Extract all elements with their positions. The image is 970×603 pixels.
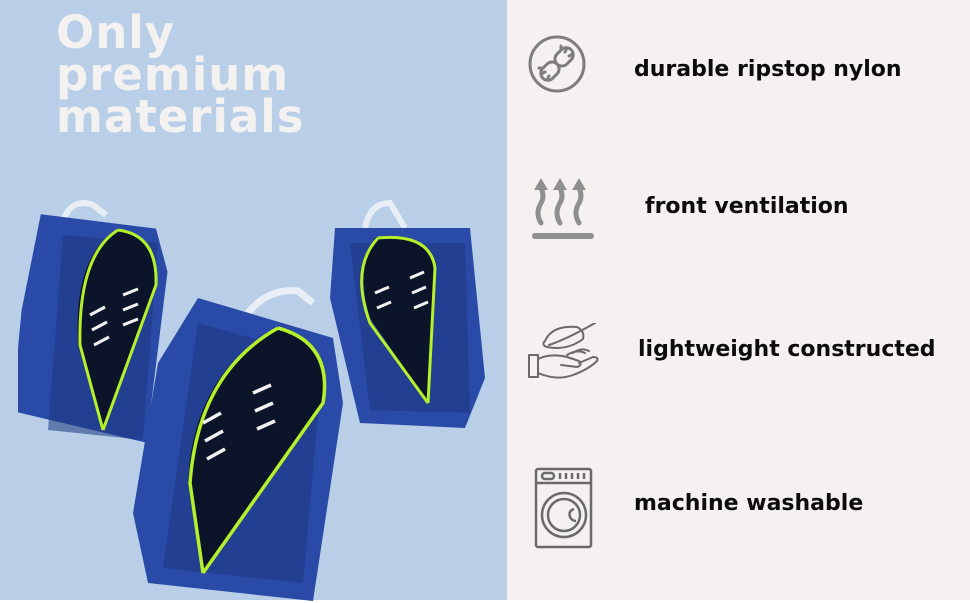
headline-line-1: Only	[56, 6, 176, 59]
headline-line-2: premium	[56, 48, 290, 101]
feather-hand-icon	[528, 323, 599, 379]
headline-line-3: materials	[56, 90, 305, 143]
shoe-bag-image-left	[18, 199, 168, 443]
feature-ventilation: front ventilation	[507, 170, 970, 260]
washing-machine-icon	[534, 467, 593, 549]
feature-label: front ventilation	[645, 194, 849, 219]
feature-label: machine washable	[634, 491, 864, 516]
shoe-bag-image-center	[133, 287, 343, 601]
broken-link-icon	[528, 35, 586, 93]
heat-rising-arrows-icon	[532, 178, 594, 239]
feature-washable: machine washable	[507, 465, 970, 555]
feature-label: lightweight constructed	[638, 337, 936, 362]
shoe-bag-image-right	[330, 199, 485, 428]
product-image-panel: Only premium materials	[0, 0, 507, 601]
feature-lightweight: lightweight constructed	[507, 315, 970, 405]
feature-durable: durable ripstop nylon	[507, 30, 970, 120]
features-panel: durable ripstop nylon front ventilation	[507, 0, 970, 600]
headline: Only premium materials	[56, 6, 305, 143]
feature-label: durable ripstop nylon	[634, 57, 902, 82]
